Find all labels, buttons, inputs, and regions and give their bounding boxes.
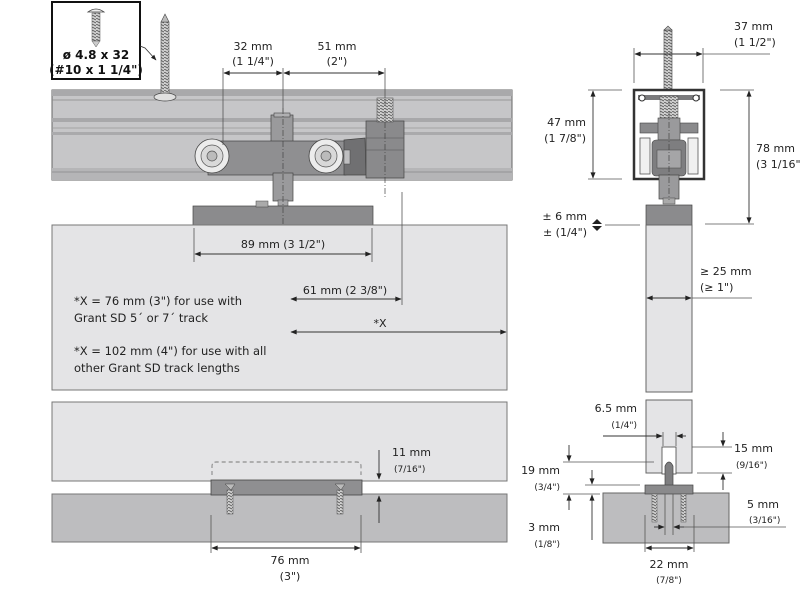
dim-door-thickness: ≥ 25 mm (≥ 1") — [646, 265, 752, 301]
detail-door-panel — [645, 399, 693, 474]
dim-groove-width-mm: 6.5 mm — [595, 402, 637, 415]
dim-overall-height: 78 mm (3 1/16") — [705, 89, 800, 225]
guide-screw-right-icon — [334, 483, 346, 515]
end-view: 37 mm (1 1/2") 47 mm (1 7/8") 78 mm (3 1… — [542, 20, 800, 393]
dim-pin-width-mm: 5 mm — [747, 498, 779, 511]
dim-track-width-mm: 37 mm — [734, 20, 773, 33]
dim-pin-width: 5 mm (3/16") — [654, 498, 786, 530]
note-1-line-1: *X = 76 mm (3") for use with — [74, 294, 242, 308]
dim-wheel-spacing-in: (1 1/4") — [232, 55, 274, 68]
dim-base-thickness-in: (1/8") — [534, 540, 560, 550]
dim-bolt-offset: 61 mm (2 3/8") — [290, 192, 403, 305]
dim-groove-width-in: (1/4") — [611, 421, 637, 431]
adjust-down-icon — [592, 226, 602, 231]
note-2-line-2: other Grant SD track lengths — [74, 361, 240, 375]
dim-base-width-mm: 22 mm — [650, 558, 689, 571]
dim-base-thickness: 3 mm (1/8") — [528, 470, 640, 550]
side-view: 32 mm (1 1/4") 51 mm (2") 89 mm (3 1/2")… — [51, 13, 513, 391]
detail-guide-base — [644, 484, 694, 495]
dim-track-height-mm: 47 mm — [547, 116, 586, 129]
dim-plate-width: 89 mm (3 1/2") — [193, 228, 373, 262]
dim-guide-length: 76 mm (3") — [210, 515, 362, 583]
x-notes: *X = 76 mm (3") for use with Grant SD 5´… — [74, 294, 266, 375]
note-1-line-2: Grant SD 5´ or 7´ track — [74, 311, 208, 325]
dim-base-width: 22 mm (7/8") — [644, 515, 695, 586]
dim-groove-depth-in: (9/16") — [736, 461, 767, 471]
dim-to-bolt-in: (2") — [327, 55, 348, 68]
dim-base-thickness-mm: 3 mm — [528, 521, 560, 534]
detail-floor — [602, 492, 730, 544]
dim-pin-width-in: (3/16") — [749, 516, 780, 526]
dim-overall-height-mm: 78 mm — [756, 142, 795, 155]
screw-size-imperial: (#10 x 1 1/4") — [49, 63, 143, 77]
dim-x-offset: *X — [290, 317, 507, 335]
dim-guide-length-in: (3") — [280, 570, 301, 583]
dim-guide-height-mm: 11 mm — [392, 446, 431, 459]
guide-detail-view: 6.5 mm (1/4") 15 mm (9/16") 19 mm (3/4")… — [521, 399, 786, 586]
floor — [51, 493, 508, 543]
mounting-screw-icon — [153, 13, 177, 102]
dim-plate-width-label: 89 mm (3 1/2") — [241, 238, 325, 251]
dim-guide-height-detail: 19 mm (3/4") — [521, 445, 654, 510]
end-door-panel — [645, 224, 693, 393]
dim-guide-length-mm: 76 mm — [271, 554, 310, 567]
dim-guide-height-in: (7/16") — [394, 465, 425, 475]
note-2-line-1: *X = 102 mm (4") for use with all — [74, 344, 266, 358]
dim-track-height-in: (1 7/8") — [544, 132, 586, 145]
guide-screw-left-icon — [224, 483, 236, 515]
dim-to-bolt-mm: 51 mm — [318, 40, 357, 53]
floor-guide — [210, 479, 363, 496]
dim-adjustment-mm: ± 6 mm — [542, 210, 587, 223]
dim-guide-height: 11 mm (7/16") — [376, 446, 431, 523]
detail-screw-left-icon — [651, 493, 658, 523]
screw-callout: ø 4.8 x 32 (#10 x 1 1/4") — [49, 1, 157, 80]
dim-wheel-spacing: 32 mm (1 1/4") 51 mm (2") — [222, 40, 386, 145]
screw-icon — [86, 8, 106, 48]
dim-x-offset-label: *X — [373, 317, 387, 330]
dim-bolt-offset-label: 61 mm (2 3/8") — [303, 284, 387, 297]
dim-adjustment: ± 6 mm ± (1/4") — [542, 210, 640, 239]
detail-screw-right-icon — [680, 493, 687, 523]
screw-size-metric: ø 4.8 x 32 — [63, 48, 129, 62]
door-panel-lower — [51, 401, 508, 482]
wheel-left-icon — [194, 138, 230, 174]
dim-wheel-spacing-mm: 32 mm — [234, 40, 273, 53]
dim-guide-height-detail-mm: 19 mm — [521, 464, 560, 477]
dim-track-width-in: (1 1/2") — [734, 36, 776, 49]
adjust-up-icon — [592, 219, 602, 224]
dim-door-thickness-mm: ≥ 25 mm — [700, 265, 752, 278]
dim-track-height: 47 mm (1 7/8") — [544, 89, 622, 180]
dim-track-width: 37 mm (1 1/2") — [633, 20, 776, 83]
dim-adjustment-in: ± (1/4") — [543, 226, 587, 239]
dim-groove-width: 6.5 mm (1/4") — [595, 402, 686, 446]
dim-groove-depth: 15 mm (9/16") — [692, 432, 773, 490]
bottom-guide-view: 11 mm (7/16") 76 mm (3") — [51, 401, 508, 583]
dim-groove-depth-mm: 15 mm — [734, 442, 773, 455]
wheel-right-icon — [308, 138, 344, 174]
trolley-assembly — [192, 97, 405, 320]
dim-guide-height-detail-in: (3/4") — [534, 483, 560, 493]
dim-door-thickness-in: (≥ 1") — [700, 281, 733, 294]
end-view-screw-icon — [663, 25, 673, 91]
dim-overall-height-in: (3 1/16") — [756, 158, 800, 171]
dim-base-width-in: (7/8") — [656, 576, 682, 586]
